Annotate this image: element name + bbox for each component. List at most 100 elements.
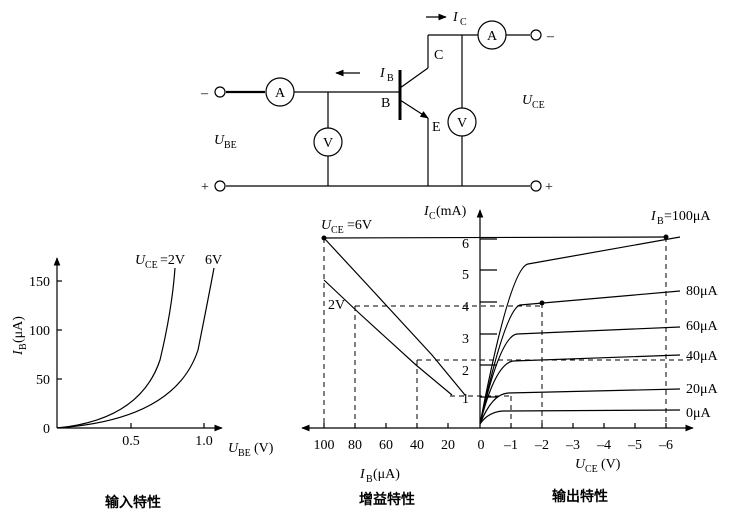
input-uce-subscript: CE xyxy=(145,260,158,271)
output-x-tick-6: –6 xyxy=(658,438,673,453)
input-y-tick-50: 50 xyxy=(36,373,50,388)
input-y-symbol: I xyxy=(11,349,26,356)
collector-plus-sign: + xyxy=(545,180,553,195)
gain-curve-uce-2v xyxy=(323,279,453,396)
voltmeter-base-label: V xyxy=(323,136,333,151)
circuit-diagram: A V B C E I B A I C xyxy=(200,10,555,195)
gain-x-symbol: I xyxy=(359,467,366,482)
ammeter-collector-label: A xyxy=(487,29,498,44)
input-x-tick-0-5: 0.5 xyxy=(122,434,140,449)
output-y-ticks xyxy=(480,238,497,398)
output-x-tick-0: 0 xyxy=(478,438,485,453)
collector-pin-label: C xyxy=(434,48,443,63)
terminal-base-minus xyxy=(214,86,226,98)
output-label-80: 80μA xyxy=(686,284,719,299)
output-curve-ib-40 xyxy=(479,354,681,425)
uce-subscript: CE xyxy=(532,100,545,111)
terminal-collector-plus xyxy=(530,180,542,192)
output-y-tick-2: 2 xyxy=(462,364,469,379)
input-y-tick-0: 0 xyxy=(43,422,50,437)
voltmeter-collector-label: V xyxy=(457,116,467,131)
gain-output-ic-6ma-line xyxy=(323,236,667,239)
gain-uce6-symbol: U xyxy=(321,218,332,233)
gain-x-subscript: B xyxy=(366,474,373,485)
output-x-tick-1: –1 xyxy=(503,438,518,453)
input-y-subscript: B xyxy=(18,343,29,350)
gain-uce6-value: =6V xyxy=(347,218,372,233)
projection-dashes xyxy=(323,237,690,428)
output-y-tick-5: 5 xyxy=(462,268,469,283)
output-x-unit: (V) xyxy=(601,457,621,472)
input-curve1-label: =2V xyxy=(160,253,185,268)
output-ib100-value: =100μA xyxy=(664,209,711,224)
gain-x-tick-20: 20 xyxy=(441,438,455,453)
output-curve-ib-0 xyxy=(479,409,681,425)
output-y-subscript: C xyxy=(429,211,436,222)
gain-x-ticks xyxy=(323,423,449,428)
input-uce-symbol: U xyxy=(135,253,146,268)
gain-x-tick-100: 100 xyxy=(314,438,335,453)
ib-subscript: B xyxy=(387,73,394,84)
ammeter-base-label: A xyxy=(275,86,286,101)
gain-uce6-subscript: CE xyxy=(331,225,344,236)
input-curve2-label: 6V xyxy=(205,253,222,268)
output-label-0: 0μA xyxy=(686,406,712,421)
base-minus-sign: – xyxy=(200,86,209,101)
gain-caption: 增益特性 xyxy=(359,491,415,508)
output-y-tick-6: 6 xyxy=(462,237,469,252)
gain-x-tick-80: 80 xyxy=(348,438,362,453)
gain-curve-2v-label: 2V xyxy=(328,298,345,313)
gain-output-charts: 100 80 60 40 20 I B (μA) 6 5 4 3 2 1 I C… xyxy=(301,204,719,508)
input-x-tick-1-0: 1.0 xyxy=(195,434,213,449)
base-pin-label: B xyxy=(381,96,390,111)
input-caption: 输入特性 xyxy=(105,494,161,511)
output-label-60: 60μA xyxy=(686,319,719,334)
gain-x-tick-40: 40 xyxy=(410,438,424,453)
emitter-pin-label: E xyxy=(432,120,441,135)
input-y-unit: (μA) xyxy=(11,316,26,343)
base-plus-sign: + xyxy=(201,180,209,195)
uce-symbol: U xyxy=(522,93,533,108)
input-x-subscript: BE xyxy=(238,448,251,459)
output-y-symbol: I xyxy=(423,204,430,219)
output-label-40: 40μA xyxy=(686,349,719,364)
input-curve-uce-2v xyxy=(56,267,176,429)
terminal-collector-minus xyxy=(530,29,542,41)
output-curve-ib-20 xyxy=(479,388,681,425)
output-x-tick-3: –3 xyxy=(565,438,580,453)
output-curve-ib-60 xyxy=(479,326,681,425)
input-characteristic-chart: 150 100 50 0 0.5 1.0 I B (μA) U BE (V) U… xyxy=(11,253,274,511)
ube-subscript: BE xyxy=(224,140,237,151)
ube-symbol: U xyxy=(214,133,225,148)
output-y-tick-3: 3 xyxy=(462,332,469,347)
output-y-tick-4: 4 xyxy=(462,300,469,315)
input-x-symbol: U xyxy=(228,441,239,456)
output-x-subscript: CE xyxy=(585,464,598,475)
transistor-symbol xyxy=(398,35,429,186)
collector-minus-sign: – xyxy=(546,29,555,44)
output-x-tick-5: –5 xyxy=(627,438,642,453)
terminal-base-plus xyxy=(214,180,226,192)
input-curve-uce-6v xyxy=(56,267,215,429)
output-ib100-symbol: I xyxy=(650,209,657,224)
ic-symbol: I xyxy=(452,10,459,25)
output-caption: 输出特性 xyxy=(552,488,608,505)
input-y-tick-150: 150 xyxy=(29,275,50,290)
ic-subscript: C xyxy=(460,17,467,28)
output-x-symbol: U xyxy=(575,457,586,472)
gain-x-unit: (μA) xyxy=(373,467,400,482)
input-y-tick-100: 100 xyxy=(29,324,50,339)
output-y-tick-1: 1 xyxy=(462,392,469,407)
gain-curve-uce-6v xyxy=(323,237,466,396)
gain-x-tick-60: 60 xyxy=(379,438,393,453)
output-label-20: 20μA xyxy=(686,382,719,397)
output-x-tick-2: –2 xyxy=(534,438,549,453)
ib-symbol: I xyxy=(379,66,386,81)
output-x-ticks xyxy=(510,423,667,428)
output-ib100-subscript: B xyxy=(657,216,664,227)
output-x-tick-4: –4 xyxy=(596,438,611,453)
output-y-unit: (mA) xyxy=(436,204,467,219)
input-x-unit: (V) xyxy=(254,441,274,456)
output-curve-ib-80 xyxy=(479,290,681,425)
